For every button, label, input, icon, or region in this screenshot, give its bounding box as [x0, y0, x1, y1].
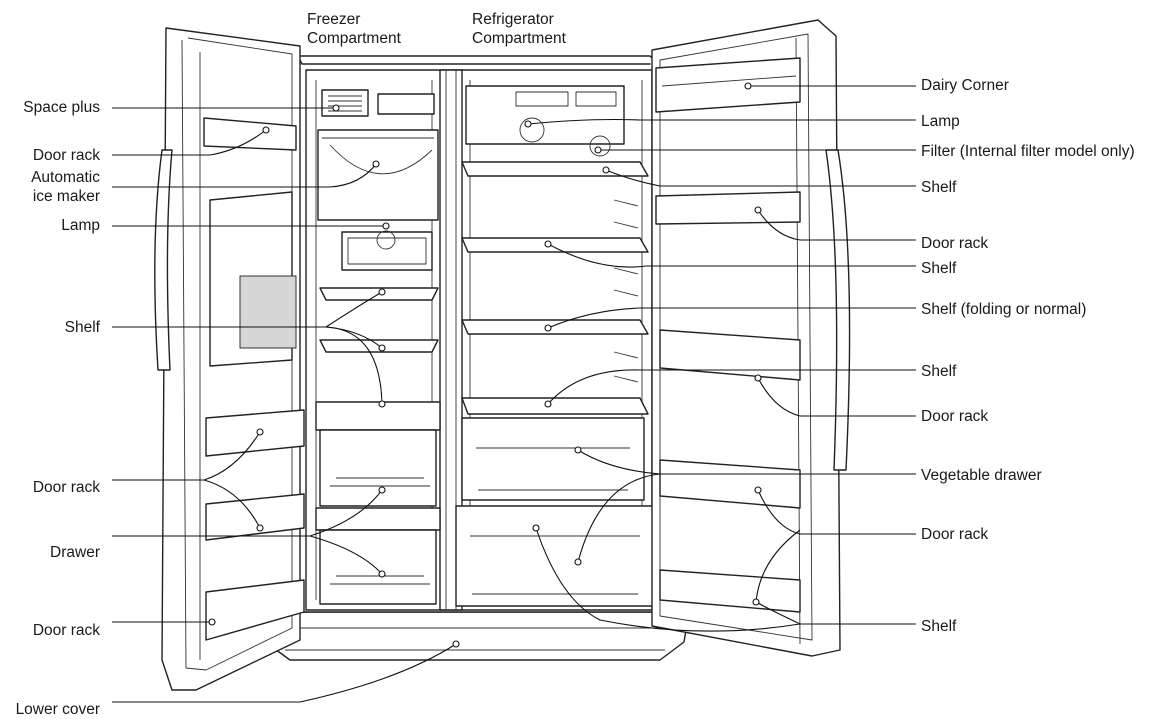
fridge-internals [455, 85, 655, 607]
anchor-dots [208, 82, 762, 648]
label-line: Dairy Corner [921, 77, 1009, 94]
label-line: Freezer [307, 11, 361, 28]
label-line: Lamp [61, 217, 100, 234]
label-line: Refrigerator [472, 11, 554, 28]
label-shelf-door-right: Shelf [921, 617, 956, 636]
base-plinth [261, 611, 689, 661]
label-filter: Filter (Internal filter model only) [921, 142, 1135, 161]
label-shelf-freezer: Shelf [0, 318, 100, 337]
leader-shelf-fridge-2 [547, 243, 916, 268]
label-freezer-compartment: Freezer Compartment [307, 10, 401, 48]
label-dairy-corner: Dairy Corner [921, 76, 1009, 95]
label-shelf-fridge-1: Shelf [921, 178, 956, 197]
label-lower-cover: Lower cover [0, 700, 100, 719]
label-line: Shelf [921, 179, 957, 196]
label-door-rack-right-3: Door rack [921, 525, 988, 544]
label-line: Compartment [472, 30, 566, 47]
label-space-plus: Space plus [0, 98, 100, 117]
label-lamp-fridge: Lamp [921, 112, 960, 131]
label-line: Compartment [307, 30, 401, 47]
leader-door-rack-right-2 [757, 377, 916, 417]
label-line: Space plus [23, 99, 100, 116]
label-line: Shelf (folding or normal) [921, 301, 1087, 318]
leader-drawer-freezer [112, 489, 383, 537]
label-line: Lower cover [15, 701, 100, 718]
leader-lamp-fridge [527, 118, 916, 125]
fridge-door [651, 19, 851, 657]
leader-lower-cover [112, 643, 457, 703]
label-refrigerator-compartment: Refrigerator Compartment [472, 10, 566, 48]
label-door-rack-right-2: Door rack [921, 407, 988, 426]
label-shelf-folding: Shelf (folding or normal) [921, 300, 1086, 319]
label-line: Lamp [921, 113, 960, 130]
leader-door-rack-right-3 [757, 489, 916, 535]
label-drawer-freezer: Drawer [0, 543, 100, 562]
freezer-door [154, 27, 305, 691]
leader-door-rack-upper-left [112, 129, 267, 156]
label-line: Door rack [32, 147, 100, 164]
leader-lines [112, 85, 916, 703]
label-line: Filter (Internal filter model only) [921, 143, 1135, 160]
label-line: Door rack [921, 408, 989, 425]
label-line: Shelf [921, 618, 957, 635]
leader-shelf-fridge-1 [605, 169, 916, 187]
leader-shelf-fridge-3 [547, 369, 916, 405]
label-door-rack-upper-left: Door rack [0, 146, 100, 165]
label-vegetable-drawer: Vegetable drawer [921, 466, 1042, 485]
label-automatic-ice-maker: Automatic ice maker [0, 168, 100, 206]
freezer-internals [315, 89, 441, 605]
label-line: Shelf [64, 319, 100, 336]
label-line: Shelf [921, 363, 957, 380]
label-door-rack-mid-left: Door rack [0, 478, 100, 497]
label-line: Shelf [921, 260, 957, 277]
label-line: Door rack [921, 526, 989, 543]
label-line: Door rack [32, 479, 100, 496]
label-door-rack-lower-left: Door rack [0, 621, 100, 640]
label-line: Door rack [32, 622, 100, 639]
label-lamp-freezer: Lamp [0, 216, 100, 235]
label-line: Drawer [50, 544, 100, 561]
label-door-rack-right-1: Door rack [921, 234, 988, 253]
leader-shelf-folding [547, 307, 916, 329]
label-line: ice maker [32, 188, 100, 205]
leader-ice-maker [112, 163, 377, 188]
label-shelf-fridge-3: Shelf [921, 362, 956, 381]
label-shelf-fridge-2: Shelf [921, 259, 956, 278]
label-line: Door rack [921, 235, 989, 252]
leader-door-rack-right-1 [757, 209, 916, 241]
label-line: Automatic [31, 169, 100, 186]
label-line: Vegetable drawer [921, 467, 1042, 484]
